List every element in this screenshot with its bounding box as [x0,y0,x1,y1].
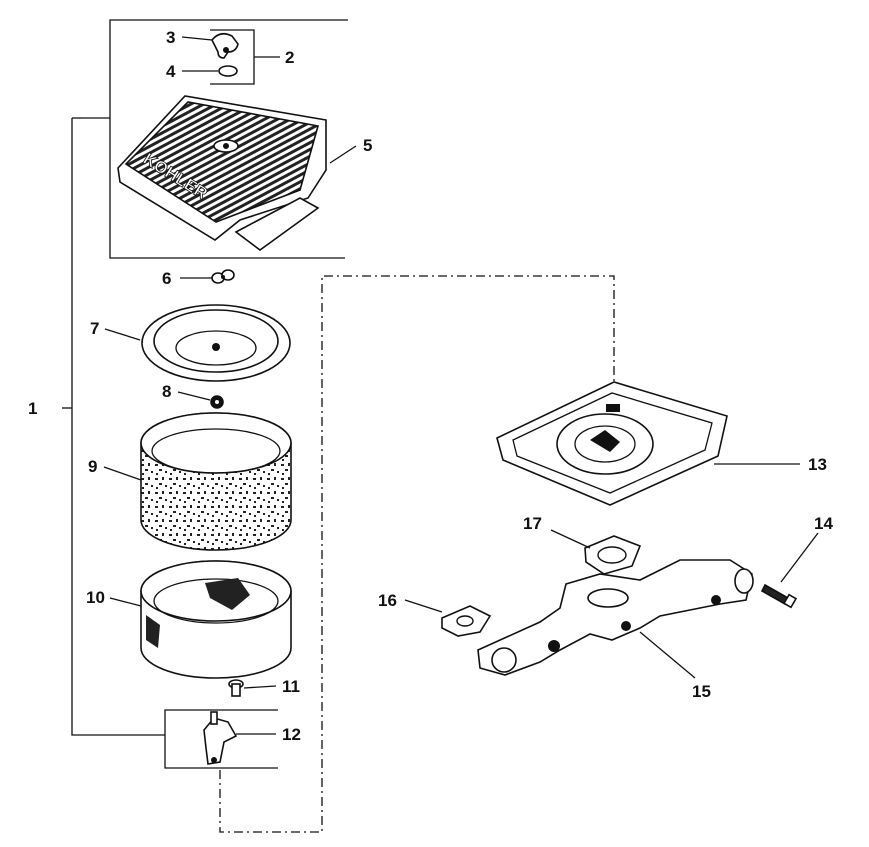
part-7-element-cover [141,304,291,382]
callout-12: 12 [282,725,301,744]
callout-7: 7 [90,319,99,338]
part-3-clip [211,32,239,59]
callout-17: 17 [523,514,542,533]
group-bracket-lines [62,19,348,769]
callout-9: 9 [88,457,97,476]
callout-11: 11 [282,677,300,696]
part-10-air-cleaner-element [140,560,292,679]
part-6-wing-nut [211,269,235,284]
leader-lines [103,36,819,735]
callout-6: 6 [162,269,171,288]
part-9-precleaner [140,412,292,551]
routing-line [219,275,615,833]
callout-8: 8 [162,382,171,401]
callout-labels: 1 2 3 4 5 6 7 8 9 10 11 12 13 14 15 16 1… [28,28,833,744]
part-16-gasket [441,605,492,637]
part-17-gasket [584,535,642,575]
part-14-bolt [760,583,798,609]
callout-5: 5 [363,136,372,155]
callout-13: 13 [808,455,827,474]
part-13-base [496,381,728,506]
callout-16: 16 [378,591,397,610]
callout-15: 15 [692,682,711,701]
part-8-nut [210,395,224,409]
callout-4: 4 [166,62,176,81]
part-11-screw [228,679,244,697]
part-12-bracket-stud [203,711,238,765]
callout-3: 3 [166,28,175,47]
callout-10: 10 [86,588,105,607]
callout-1: 1 [28,399,37,418]
part-5-cover: KOHLER [117,95,327,251]
callout-14: 14 [814,514,833,533]
part-4-washer [218,65,238,77]
part-15-elbow [477,559,754,676]
callout-2: 2 [285,48,294,67]
